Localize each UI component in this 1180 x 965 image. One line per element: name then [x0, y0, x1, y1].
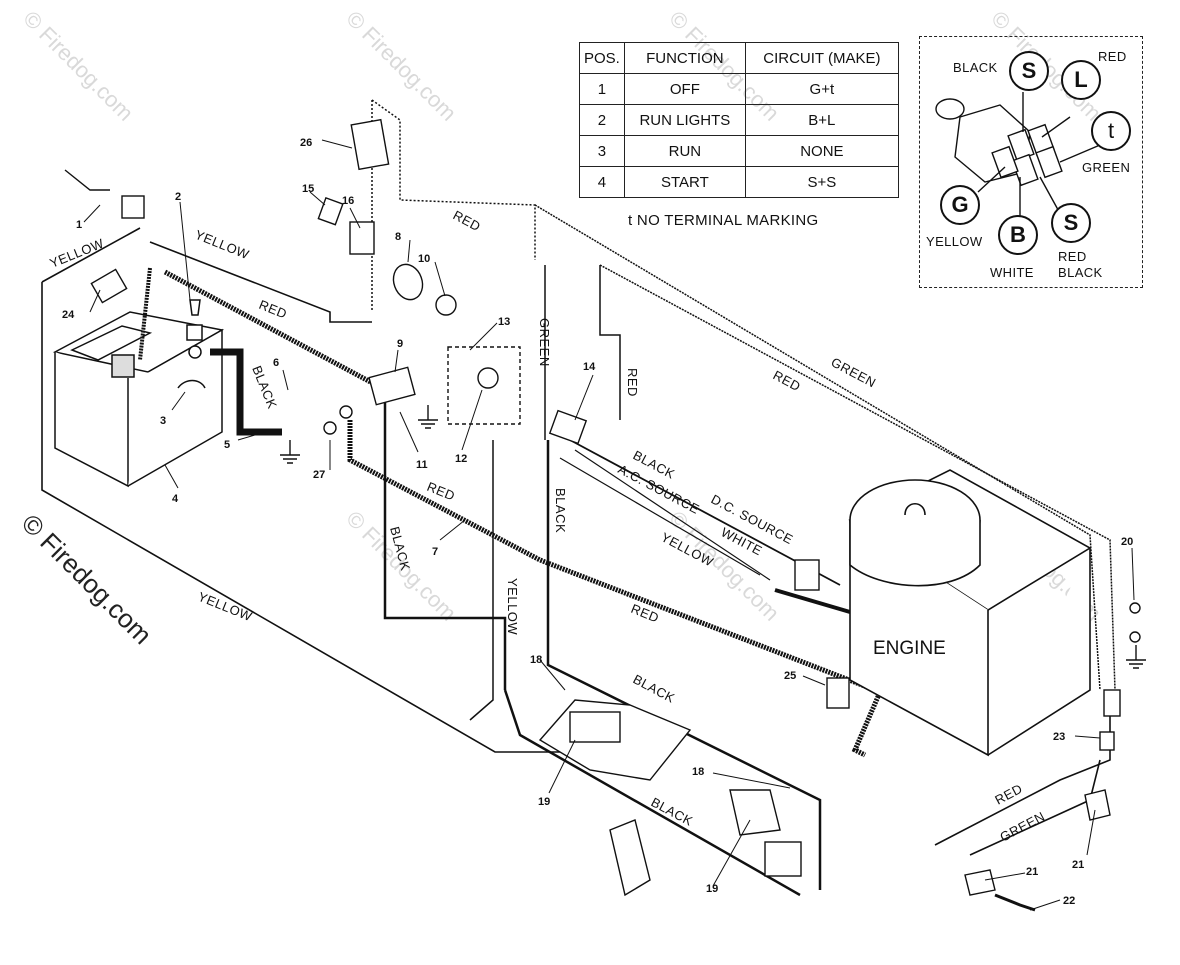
table-cell: START: [623, 166, 746, 198]
table-note: t NO TERMINAL MARKING: [628, 212, 819, 229]
wire-label: BLACK: [553, 488, 568, 533]
wire-label: BLACK: [631, 671, 678, 705]
wire-label: BLACK: [249, 364, 280, 411]
terminal-label: YELLOW: [926, 234, 983, 249]
part-number: 4: [172, 493, 179, 505]
wire-label: RED: [992, 781, 1025, 808]
wire-label: YELLOW: [48, 235, 107, 270]
part-number: 15: [302, 183, 314, 195]
table-cell: NONE: [744, 135, 899, 167]
part-number: 25: [784, 670, 796, 682]
part-number: 9: [397, 338, 403, 350]
part-number: 7: [432, 546, 438, 558]
part-number: 20: [1121, 536, 1133, 548]
part-number: 19: [706, 883, 718, 895]
part-number: 19: [538, 796, 550, 808]
table-header-row: POS. FUNCTION CIRCUIT (MAKE): [579, 42, 899, 74]
table-row: 4 START S+S: [579, 166, 899, 198]
terminal-label: RED: [1058, 249, 1087, 264]
wires: [41, 99, 1116, 897]
battery: [52, 299, 225, 488]
terminal-l: L: [1061, 60, 1101, 100]
part-number: 2: [175, 191, 181, 203]
part-number: 27: [313, 469, 325, 481]
terminal-label: WHITE: [990, 265, 1034, 280]
terminal-s-black: S: [1009, 51, 1049, 91]
wire-label: GREEN: [537, 318, 552, 367]
table-cell: 3: [579, 135, 625, 167]
table-header: FUNCTION: [623, 42, 746, 74]
table-cell: B+L: [744, 104, 899, 136]
part-number: 11: [416, 459, 428, 471]
ground-symbols: [280, 405, 1146, 669]
leader-lines: [83, 139, 1135, 911]
part-number: 18: [692, 766, 704, 778]
wire-label: YELLOW: [193, 227, 252, 262]
table-cell: G+t: [744, 73, 899, 105]
engine-block: [848, 469, 1092, 757]
wire-label: YELLOW: [196, 589, 255, 624]
watermark-text: © Firedog.com: [341, 6, 461, 126]
terminal-b: B: [998, 215, 1038, 255]
part-number: 21: [1026, 866, 1038, 878]
table-cell: RUN: [623, 135, 746, 167]
part-number: 21: [1072, 859, 1084, 871]
table-row: 1 OFF G+t: [579, 73, 899, 105]
table-row: 2 RUN LIGHTS B+L: [579, 104, 899, 136]
table-header: CIRCUIT (MAKE): [744, 42, 899, 74]
ignition-switch-drawing: [935, 92, 1101, 218]
terminal-g: G: [940, 185, 980, 225]
part-number: 16: [342, 195, 354, 207]
table-cell: OFF: [623, 73, 746, 105]
terminal-label: RED: [1098, 49, 1127, 64]
terminal-label: BLACK: [1058, 265, 1103, 280]
ignition-switch-detail: S L t G B S BLACK RED GREEN YELLOW WHITE…: [919, 36, 1143, 288]
components: [64, 118, 1141, 912]
wire-label: RED: [451, 207, 484, 234]
wire-label: RED: [625, 368, 640, 397]
table-header: POS.: [579, 42, 625, 74]
part-number: 26: [300, 137, 312, 149]
part-number: 23: [1053, 731, 1065, 743]
part-number: 6: [273, 357, 279, 369]
table-cell: S+S: [744, 166, 899, 198]
part-number: 5: [224, 439, 230, 451]
part-number: 3: [160, 415, 166, 427]
part-number: 13: [498, 316, 510, 328]
table-row: 3 RUN NONE: [579, 135, 899, 167]
watermark-text: © Firedog.com: [18, 6, 138, 126]
part-numbers: 1 2 3 4 5 6 7 8 9 10 11 12 13 14 15 16 1…: [62, 137, 1133, 907]
switch-function-table: POS. FUNCTION CIRCUIT (MAKE) 1 OFF G+t 2…: [579, 42, 899, 198]
table-cell: 2: [579, 104, 625, 136]
table-cell: 1: [579, 73, 625, 105]
terminal-label: BLACK: [953, 60, 998, 75]
table-cell: RUN LIGHTS: [623, 104, 746, 136]
part-number: 22: [1063, 895, 1075, 907]
part-number: 24: [62, 309, 75, 321]
terminal-label: GREEN: [1082, 160, 1131, 175]
wire-label: GREEN: [997, 809, 1047, 845]
terminal-s-red-black: S: [1051, 203, 1091, 243]
wire-label: RED: [257, 297, 289, 322]
part-number: 1: [76, 219, 82, 231]
terminal-t: t: [1091, 111, 1131, 151]
part-number: 12: [455, 453, 467, 465]
part-number: 14: [583, 361, 596, 373]
part-number: 18: [530, 654, 542, 666]
part-number: 10: [418, 253, 430, 265]
wire-label: YELLOW: [505, 578, 520, 635]
table-cell: 4: [579, 166, 625, 198]
wire-label: GREEN: [829, 354, 879, 390]
part-number: 8: [395, 231, 401, 243]
engine-label: ENGINE: [873, 638, 946, 659]
watermark-large: © Firedog.com: [16, 508, 158, 650]
